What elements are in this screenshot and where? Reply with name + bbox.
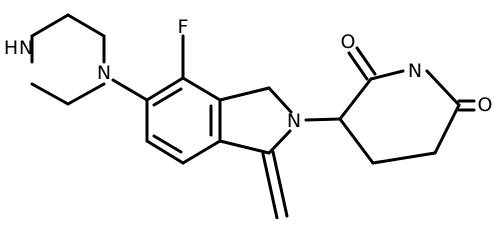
bond-pip-aryl (111, 78, 149, 102)
bond-ar-5-inner (152, 134, 183, 154)
bond-ar-1 (145, 76, 185, 102)
bond-n-ch (304, 117, 342, 122)
atom-label-glut-o-right: O (478, 94, 493, 116)
atom-label-pip-n-top: N (19, 37, 33, 59)
bond-glut-co-left-2 (355, 46, 377, 76)
bond-ar-2 (181, 76, 222, 102)
atom-label-lactam-n: N (287, 110, 301, 132)
bond-pip-5 (30, 82, 70, 106)
bond-pip-2 (66, 13, 106, 38)
bond-glut-5 (371, 151, 437, 165)
bond-pip-1 (30, 13, 70, 38)
bonds (30, 13, 476, 219)
bond-ar-5 (145, 139, 185, 165)
bond-ch2 (218, 86, 271, 102)
bond-glut-co-left-1 (347, 51, 369, 81)
atom-label-imide-n: N (408, 60, 422, 82)
bond-co-ar (218, 139, 271, 155)
bond-ch2-n (267, 86, 293, 114)
bond-glut-6 (338, 117, 375, 165)
atom-label-f: F (178, 16, 189, 38)
atom-label-glut-o-left: O (341, 31, 356, 53)
bond-pip-4 (66, 82, 106, 106)
bond-glut-3 (425, 69, 461, 107)
bond-glut-1 (338, 77, 373, 121)
atom-label-pip-h: H (4, 37, 18, 59)
bond-glut-4 (433, 103, 461, 155)
bond-n-co (267, 129, 292, 155)
bond-ar-4 (181, 139, 222, 165)
atom-label-pip-n-link: N (97, 62, 111, 84)
bond-glut-2 (369, 69, 405, 81)
bond-ar-1-inner (152, 87, 183, 107)
bond-lactam-co-2 (271, 150, 289, 218)
atom-labels: H N N F N O O N O (4, 16, 493, 132)
molecule-structure: H N N F N O O N O (4, 13, 493, 219)
bond-lactam-co-1 (261, 152, 279, 219)
